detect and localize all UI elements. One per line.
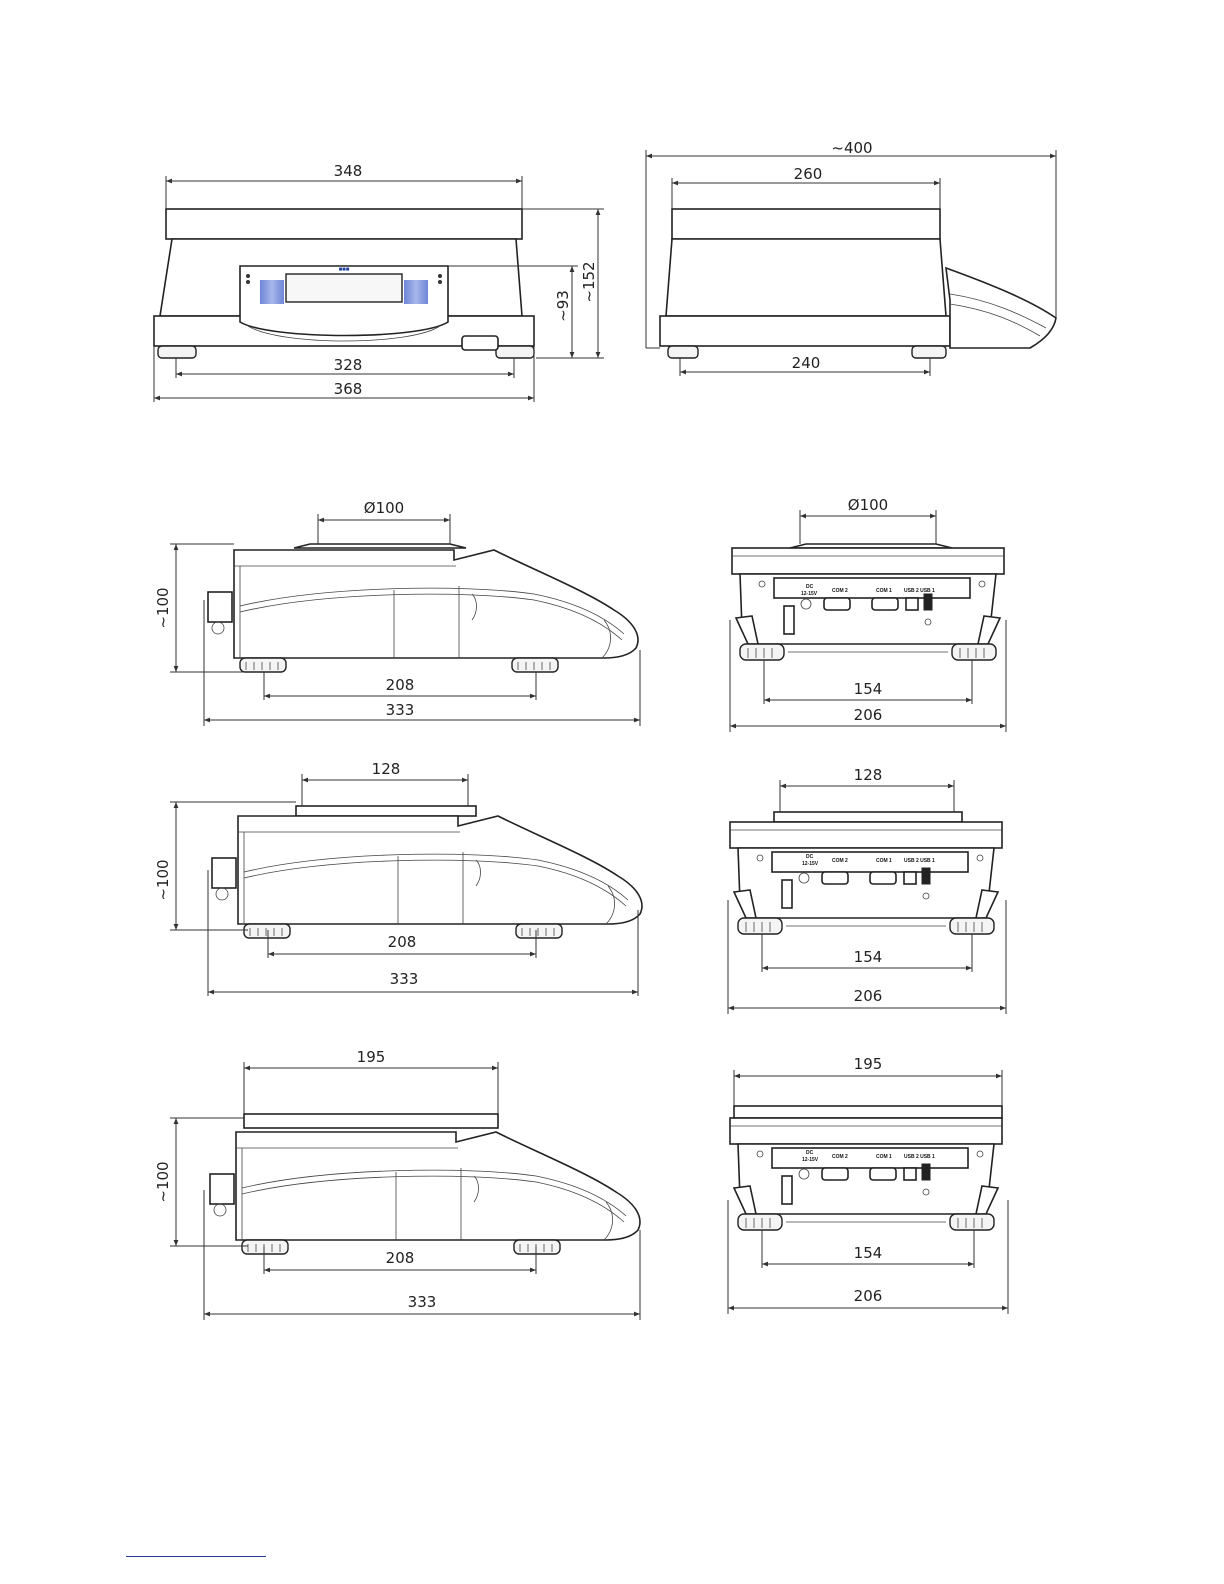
footnote-rule bbox=[126, 1556, 266, 1557]
front-height-display-label: ~93 bbox=[554, 290, 572, 322]
rear-round-feet-span-label: 154 bbox=[854, 680, 883, 698]
side-length-top-label: 260 bbox=[794, 165, 823, 183]
pan-195-height-label: ~100 bbox=[154, 1161, 172, 1202]
svg-text:COM 1: COM 1 bbox=[876, 1154, 892, 1160]
pan-195-feet-span-label: 208 bbox=[386, 1249, 415, 1267]
pan-195-length-label: 333 bbox=[408, 1293, 437, 1311]
rear-round-pan-diameter-label: Ø100 bbox=[848, 496, 888, 514]
svg-text:USB 2 USB 1: USB 2 USB 1 bbox=[904, 1154, 935, 1160]
side-view-round-pan: Ø100 ~100 208 333 bbox=[154, 499, 640, 726]
rear-195-width-label: 206 bbox=[854, 1287, 883, 1305]
front-feet-span-label: 328 bbox=[334, 356, 363, 374]
pan-128-height-label: ~100 bbox=[154, 859, 172, 900]
rear-view-128-pan: DC 12-15V COM 2 COM 1 USB 2 USB 1 128 15… bbox=[728, 766, 1006, 1014]
pan-128-feet-span-label: 208 bbox=[388, 933, 417, 951]
rear-195-pan-width-label: 195 bbox=[854, 1055, 883, 1073]
rear-round-width-label: 206 bbox=[854, 706, 883, 724]
front-width-base-label: 368 bbox=[334, 380, 363, 398]
side-length-total-label: ~400 bbox=[831, 139, 872, 157]
rear-195-feet-span-label: 154 bbox=[854, 1244, 883, 1262]
side-overview-view: ~400 260 240 bbox=[646, 139, 1056, 376]
round-pan-feet-span-label: 208 bbox=[386, 676, 415, 694]
svg-text:12-15V: 12-15V bbox=[802, 1157, 819, 1163]
svg-text:USB 2 USB 1: USB 2 USB 1 bbox=[904, 588, 935, 594]
round-pan-length-label: 333 bbox=[386, 701, 415, 719]
pan-195-width-label: 195 bbox=[357, 1048, 386, 1066]
pan-128-length-label: 333 bbox=[390, 970, 419, 988]
svg-text:DC: DC bbox=[806, 854, 814, 860]
round-pan-height-label: ~100 bbox=[154, 587, 172, 628]
round-pan-diameter-label: Ø100 bbox=[364, 499, 404, 517]
svg-text:■■■: ■■■ bbox=[339, 267, 350, 273]
svg-text:COM 2: COM 2 bbox=[832, 858, 848, 864]
front-width-top-label: 348 bbox=[334, 162, 363, 180]
svg-text:DC: DC bbox=[806, 584, 814, 590]
svg-text:COM 2: COM 2 bbox=[832, 1154, 848, 1160]
rear-128-feet-span-label: 154 bbox=[854, 948, 883, 966]
rear-128-pan-width-label: 128 bbox=[854, 766, 883, 784]
pan-128-width-label: 128 bbox=[372, 760, 401, 778]
side-feet-span-label: 240 bbox=[792, 354, 821, 372]
rear-view-195-pan: DC 12-15V COM 2 COM 1 USB 2 USB 1 195 15… bbox=[728, 1055, 1008, 1314]
side-view-128-pan: 128 ~100 208 333 bbox=[154, 760, 642, 996]
svg-text:DC: DC bbox=[806, 1150, 814, 1156]
svg-text:12-15V: 12-15V bbox=[802, 861, 819, 867]
svg-text:COM 1: COM 1 bbox=[876, 588, 892, 594]
front-overview-view: ■■■ 348 328 368 ~93 ~152 bbox=[154, 162, 604, 402]
side-view-195-pan: 195 ~100 208 333 bbox=[154, 1048, 640, 1320]
svg-text:COM 1: COM 1 bbox=[876, 858, 892, 864]
svg-text:USB 2 USB 1: USB 2 USB 1 bbox=[904, 858, 935, 864]
svg-text:COM 2: COM 2 bbox=[832, 588, 848, 594]
rear-128-width-label: 206 bbox=[854, 987, 883, 1005]
front-height-total-label: ~152 bbox=[580, 261, 598, 302]
svg-text:12-15V: 12-15V bbox=[801, 591, 818, 597]
rear-view-round-pan: DC 12-15V COM 2 COM 1 USB 2 USB 1 Ø100 1… bbox=[730, 496, 1006, 732]
